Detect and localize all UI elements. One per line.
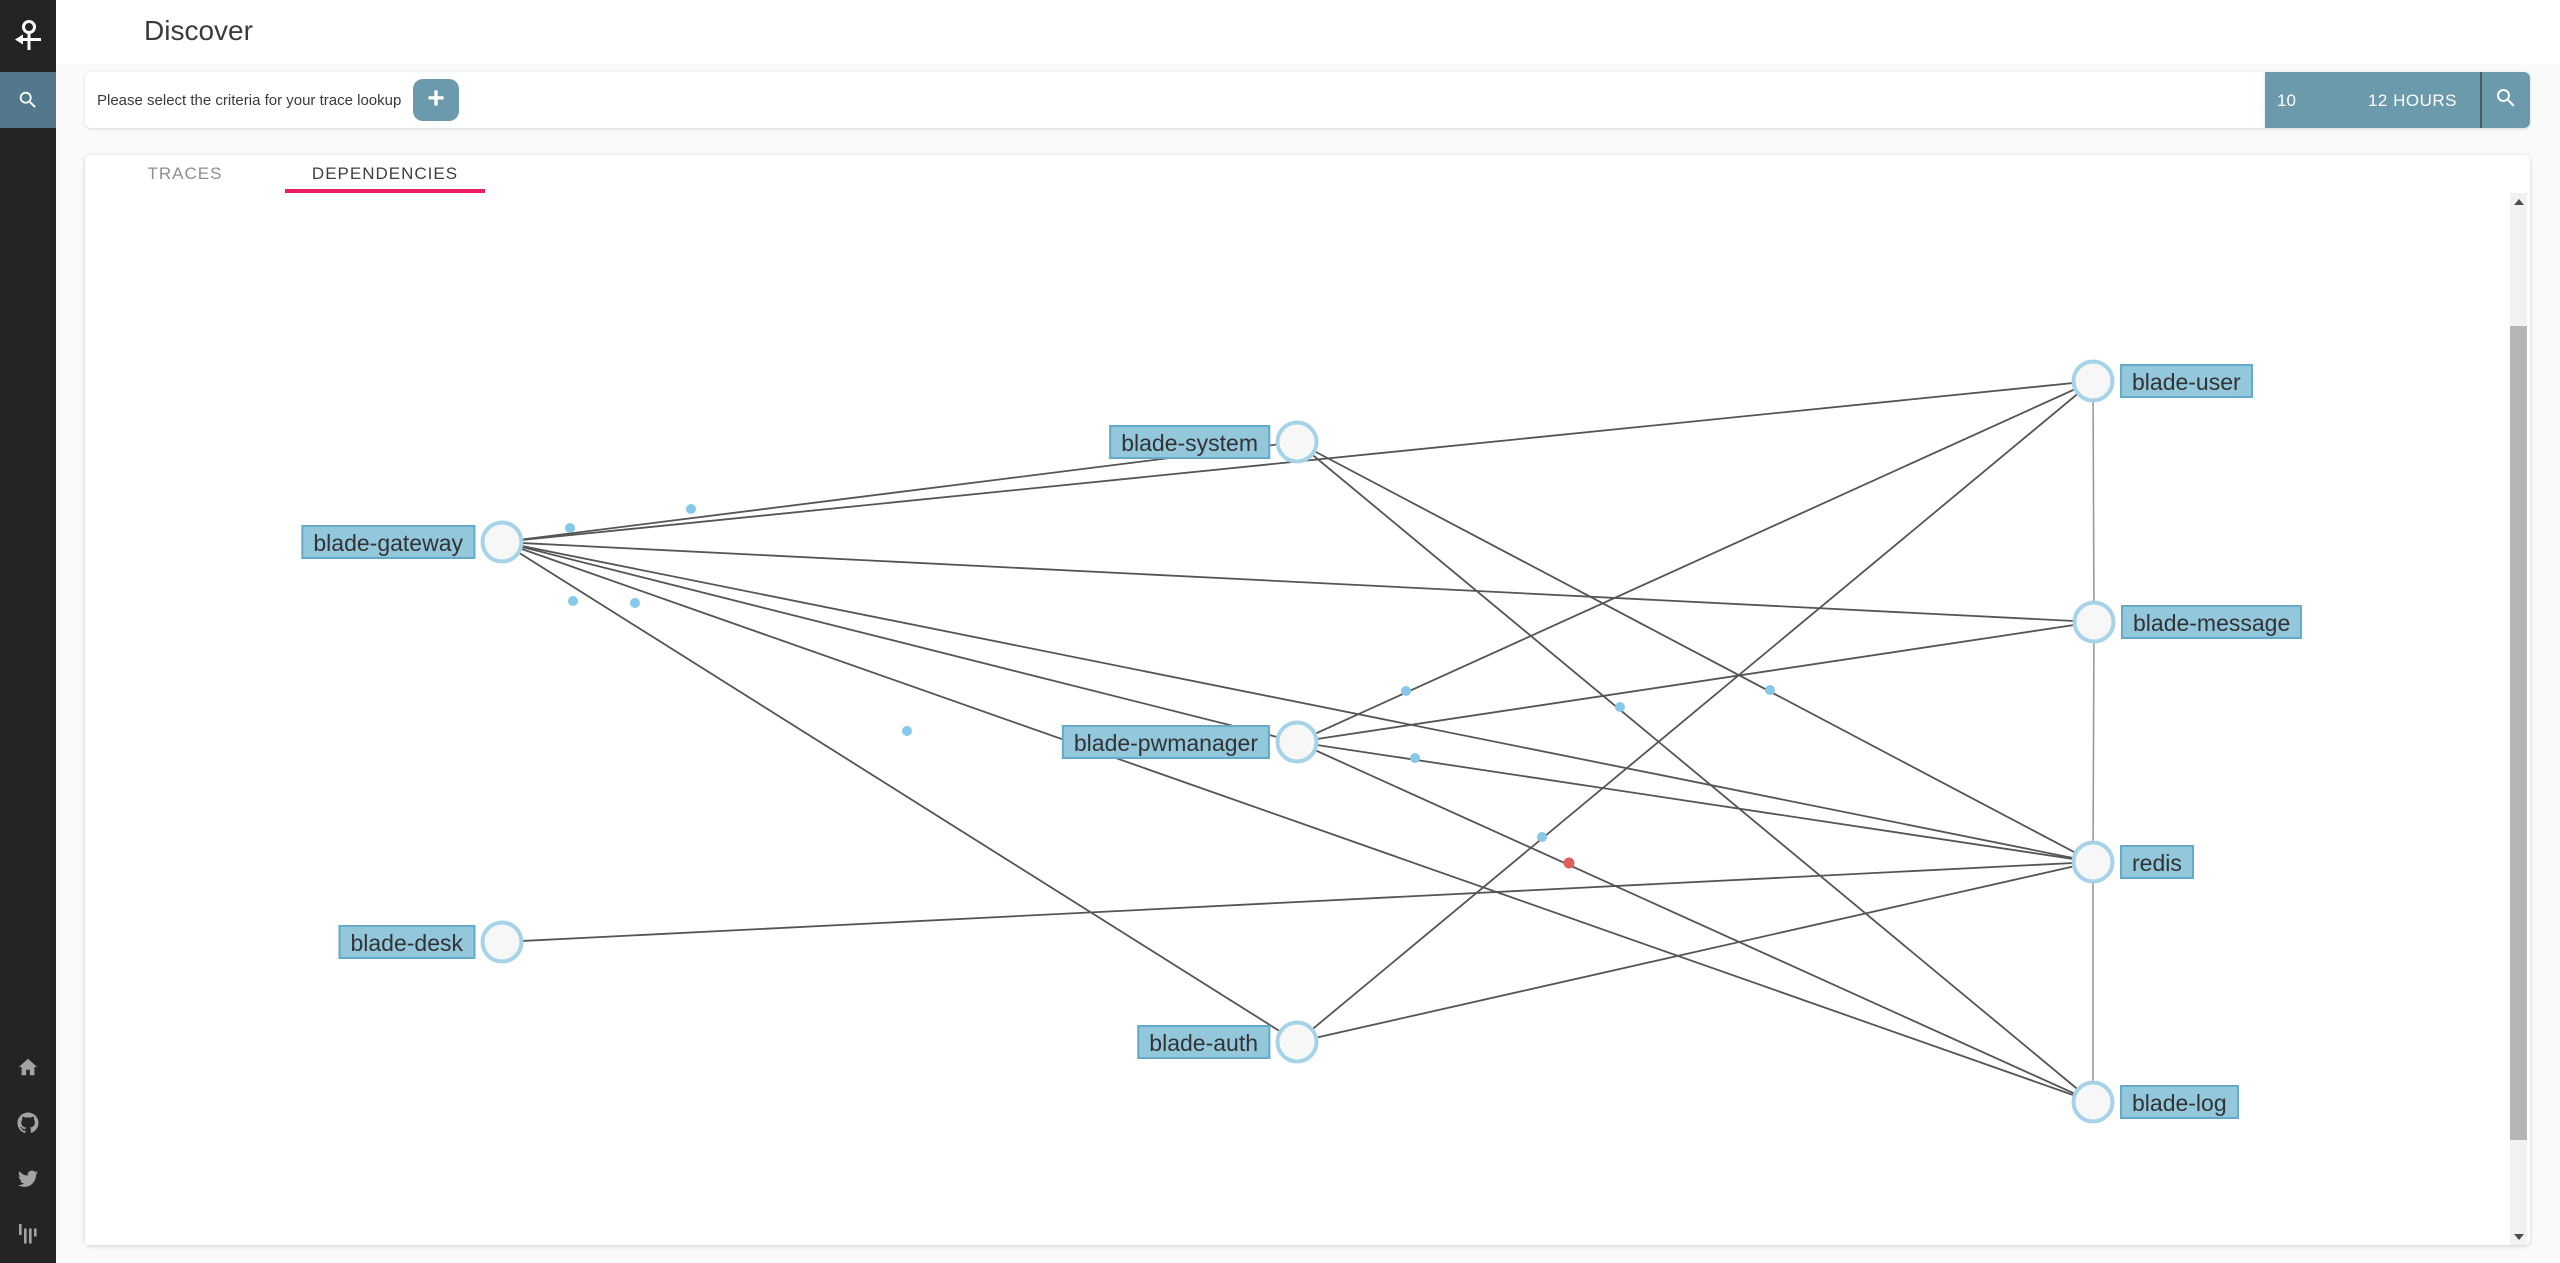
- edge-blade-user-to-blade-message: [2092, 380, 2095, 623]
- traffic-particle-blue: [1401, 686, 1411, 696]
- traffic-particle-blue: [1615, 702, 1625, 712]
- trace-lookup-bar[interactable]: Please select the criteria for your trac…: [85, 72, 2265, 128]
- tab-bar: TRACES DEPENDENCIES: [85, 155, 485, 193]
- graph-node-label-blade-log[interactable]: blade-log: [2120, 1085, 2239, 1119]
- sidebar: [0, 0, 56, 1263]
- traffic-particle-red: [1563, 857, 1575, 869]
- scroll-down-button[interactable]: [2510, 1228, 2527, 1245]
- sidebar-item-home[interactable]: [0, 1039, 56, 1095]
- edge-blade-message-to-redis: [2092, 621, 2095, 863]
- run-search-button[interactable]: [2482, 72, 2530, 128]
- edge-blade-pwmanager-to-blade-log: [1296, 741, 2094, 1103]
- twitter-icon: [17, 1168, 39, 1190]
- traffic-particle-blue: [630, 598, 640, 608]
- edge-blade-gateway-to-blade-pwmanager: [501, 541, 1298, 743]
- zipkin-logo-icon[interactable]: [0, 0, 56, 72]
- traffic-particle-blue: [902, 726, 912, 736]
- graph-node-blade-message[interactable]: [2072, 600, 2116, 644]
- scroll-up-button[interactable]: [2510, 193, 2527, 210]
- triangle-up-icon: [2513, 198, 2524, 205]
- graph-node-label-blade-user[interactable]: blade-user: [2120, 364, 2253, 398]
- dependency-graph-canvas: [480, 359, 2116, 1124]
- edge-blade-pwmanager-to-blade-user: [1296, 380, 2094, 743]
- edge-blade-pwmanager-to-blade-message: [1296, 621, 2095, 743]
- traffic-particle-blue: [1537, 832, 1547, 842]
- traffic-particle-blue: [565, 523, 575, 533]
- graph-node-blade-desk[interactable]: [480, 920, 524, 964]
- edge-blade-auth-to-redis: [1296, 861, 2094, 1043]
- search-icon: [2494, 86, 2518, 115]
- lookup-hint-text: Please select the criteria for your trac…: [97, 91, 402, 109]
- edge-blade-system-to-blade-log: [1296, 441, 2094, 1103]
- lookback-value[interactable]: 12 HOURS: [2367, 91, 2457, 110]
- traffic-particle-blue: [568, 596, 578, 606]
- graph-node-label-blade-desk[interactable]: blade-desk: [338, 925, 475, 959]
- triangle-down-icon: [2513, 1233, 2524, 1240]
- plus-icon: +: [427, 81, 445, 115]
- traffic-particle-blue: [686, 504, 696, 514]
- traffic-particle-blue: [1410, 753, 1420, 763]
- edge-blade-desk-to-redis: [501, 861, 2094, 943]
- sidebar-item-github[interactable]: [0, 1095, 56, 1151]
- sidebar-item-search[interactable]: [0, 72, 56, 128]
- home-icon: [17, 1056, 39, 1078]
- search-icon: [17, 89, 39, 111]
- edge-blade-gateway-to-redis: [501, 541, 2094, 863]
- page-title: Discover: [144, 15, 253, 46]
- graph-node-redis[interactable]: [2071, 840, 2115, 884]
- graph-node-label-blade-auth[interactable]: blade-auth: [1137, 1025, 1270, 1059]
- sidebar-item-gitter[interactable]: [0, 1207, 56, 1263]
- edge-blade-auth-to-blade-user: [1296, 380, 2094, 1043]
- graph-node-blade-log[interactable]: [2071, 1080, 2115, 1124]
- graph-node-label-redis[interactable]: redis: [2120, 845, 2194, 879]
- graph-node-blade-gateway[interactable]: [480, 520, 524, 564]
- gitter-icon: [18, 1224, 38, 1246]
- graph-node-blade-auth[interactable]: [1275, 1020, 1319, 1064]
- graph-node-blade-system[interactable]: [1275, 420, 1319, 464]
- top-header: Discover: [56, 0, 2560, 64]
- edge-blade-gateway-to-blade-message: [501, 541, 2095, 623]
- lookup-settings-bar: 10 12 HOURS: [2265, 72, 2530, 128]
- vertical-scrollbar[interactable]: [2510, 193, 2527, 1245]
- sidebar-item-twitter[interactable]: [0, 1151, 56, 1207]
- graph-node-label-blade-pwmanager[interactable]: blade-pwmanager: [1061, 725, 1270, 759]
- divider: [2480, 72, 2482, 128]
- github-icon: [17, 1112, 39, 1134]
- edge-blade-system-to-redis: [1296, 441, 2094, 863]
- traffic-particle-blue: [1765, 685, 1775, 695]
- edge-blade-pwmanager-to-redis: [1296, 741, 2094, 863]
- add-criteria-button[interactable]: +: [413, 79, 459, 121]
- graph-node-label-blade-gateway[interactable]: blade-gateway: [301, 525, 475, 559]
- graph-node-label-blade-message[interactable]: blade-message: [2121, 605, 2303, 639]
- edge-blade-gateway-to-blade-auth: [501, 541, 1298, 1043]
- tab-dependencies[interactable]: DEPENDENCIES: [285, 155, 485, 193]
- graph-node-blade-user[interactable]: [2071, 359, 2115, 403]
- edge-blade-gateway-to-blade-log: [501, 541, 2094, 1103]
- results-card: TRACES DEPENDENCIES blade-gateway blade-d…: [85, 155, 2530, 1245]
- graph-node-label-blade-system[interactable]: blade-system: [1109, 425, 1270, 459]
- dependency-graph: blade-gateway blade-desk blade-system blade…: [85, 193, 2510, 1245]
- result-limit-value[interactable]: 10: [2277, 91, 2296, 110]
- tab-traces[interactable]: TRACES: [147, 164, 223, 183]
- scrollbar-thumb[interactable]: [2510, 326, 2527, 1140]
- graph-node-blade-pwmanager[interactable]: [1275, 720, 1319, 764]
